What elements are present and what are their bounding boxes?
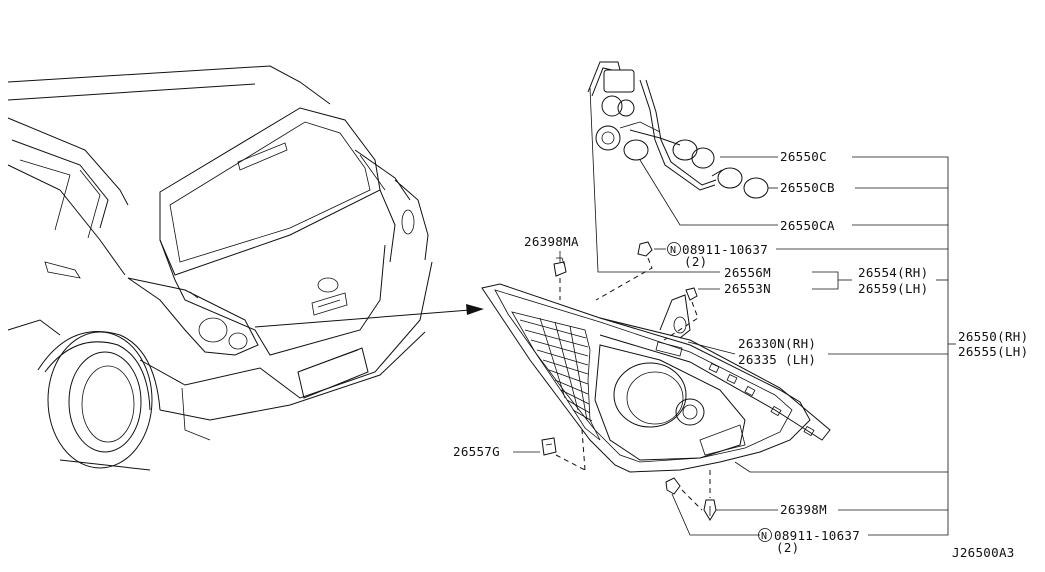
rear-combination-lamp-assembly bbox=[481, 283, 831, 473]
reflector-grid-lines bbox=[519, 317, 593, 422]
label-26550C: 26550C bbox=[780, 149, 827, 164]
bulb-icon bbox=[623, 139, 649, 161]
label-26559LH: 26559(LH) bbox=[858, 281, 928, 296]
label-26555LH: 26555(LH) bbox=[958, 344, 1028, 359]
socket-icon bbox=[717, 167, 743, 189]
screw-26398M-icon bbox=[703, 499, 717, 521]
label-26330N: 26330N(RH) bbox=[738, 336, 816, 351]
label-08911-top: 08911-10637 bbox=[682, 242, 768, 257]
label-26550CB: 26550CB bbox=[780, 180, 835, 195]
label-26398M: 26398M bbox=[780, 502, 827, 517]
label-26553N: 26553N bbox=[724, 281, 771, 296]
diagram-id: J26500A3 bbox=[952, 545, 1015, 560]
socket-icon bbox=[672, 139, 698, 161]
bulb-icon bbox=[743, 177, 769, 199]
clip-26557G-icon bbox=[541, 437, 557, 456]
clip-26398MA-icon bbox=[553, 257, 567, 277]
nut-26553N-icon bbox=[685, 287, 698, 301]
label-26557G: 26557G bbox=[453, 444, 500, 459]
nut-symbol-top: N bbox=[670, 245, 676, 256]
leader-lines bbox=[513, 87, 956, 536]
label-26550RH: 26550(RH) bbox=[958, 329, 1028, 344]
vehicle-rear-illustration bbox=[7, 65, 433, 471]
label-08911-top-qty: (2) bbox=[684, 254, 707, 269]
nut-08911-bottom-icon bbox=[665, 477, 681, 495]
part-labels: 26550C 26550CB 26550CA N 08911-10637 (2)… bbox=[453, 149, 1028, 560]
nut-08911-top-icon bbox=[637, 241, 653, 257]
label-26556M: 26556M bbox=[724, 265, 771, 280]
label-26554RH: 26554(RH) bbox=[858, 265, 928, 280]
label-26398MA: 26398MA bbox=[524, 234, 579, 249]
label-26550CA: 26550CA bbox=[780, 218, 835, 233]
label-26335: 26335 (LH) bbox=[738, 352, 816, 367]
nut-symbol-bottom: N bbox=[761, 531, 767, 542]
label-08911-bottom-qty: (2) bbox=[776, 540, 799, 555]
bulb-socket-harness bbox=[587, 61, 769, 199]
callout-arrow bbox=[254, 304, 484, 328]
nut-symbol-icon bbox=[758, 528, 772, 542]
socket-icon bbox=[595, 125, 621, 151]
nut-symbol-icon bbox=[667, 242, 681, 256]
label-08911-bottom: 08911-10637 bbox=[774, 528, 860, 543]
connector-icon bbox=[603, 69, 635, 93]
bulb-icon bbox=[691, 147, 715, 169]
